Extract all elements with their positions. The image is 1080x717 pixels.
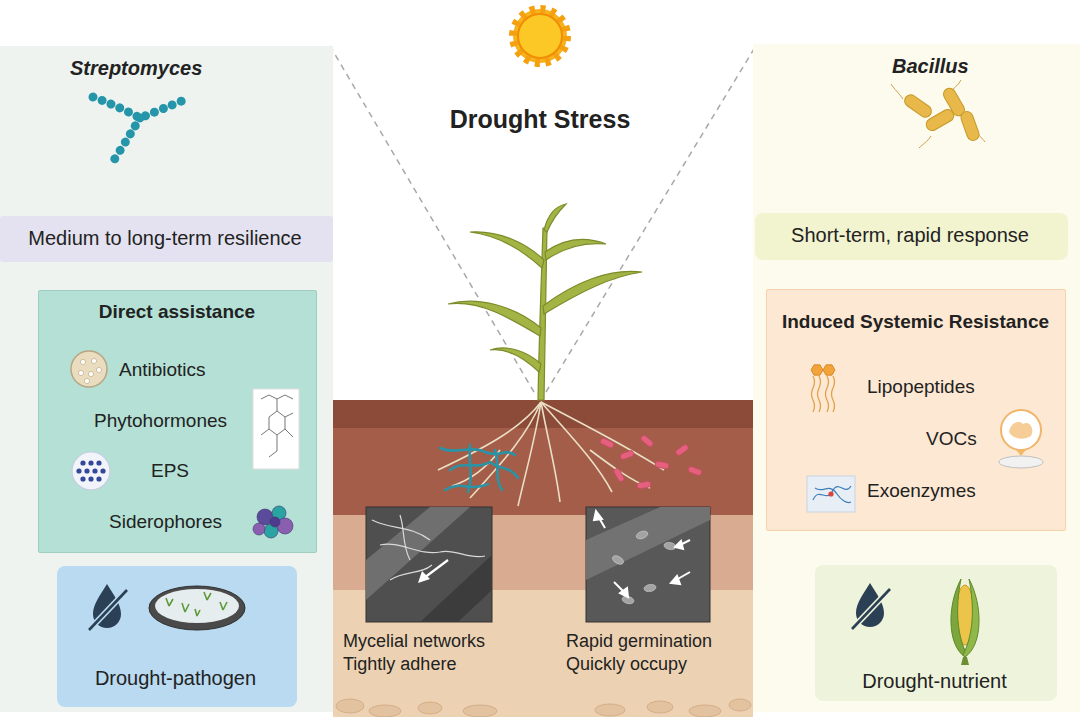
figure-title: Drought Stress <box>450 104 631 134</box>
item-label: Antibiotics <box>119 359 206 382</box>
image-caption: Rapid germination Quickly occupy <box>566 630 751 677</box>
box-heading: Direct assistance <box>99 301 255 324</box>
text-holder: Siderophores <box>109 511 222 534</box>
item-label: Phytohormones <box>94 410 227 433</box>
item-label: Siderophores <box>109 511 222 534</box>
drought-pathogen-box: Drought-pathogen <box>57 566 297 707</box>
item-label: EPS <box>151 460 189 483</box>
streptomyces-panel: Medium to long-term resilience Direct <box>0 46 333 712</box>
box-heading: Induced Systemic Resistance <box>782 311 1049 334</box>
box-label: Drought-pathogen <box>95 666 256 690</box>
text-holder: Antibiotics <box>119 359 206 382</box>
text-holder: Exoenzymes <box>867 480 976 503</box>
drought-nutrient-box: Drought-nutrient <box>815 565 1057 701</box>
item-label: VOCs <box>926 428 977 451</box>
panel-heading: Bacillus <box>892 54 969 78</box>
caption-holder: Mycelial networks Tightly adhere <box>343 630 528 677</box>
image-caption: Mycelial networks Tightly adhere <box>343 630 528 677</box>
text-holder: Induced Systemic Resistance <box>767 311 1064 334</box>
text-holder: Lipopeptides <box>867 376 975 399</box>
assistance-box: Direct assistanceAntibioticsPhytohormone… <box>38 290 317 553</box>
text-holder: Short-term, rapid response <box>755 223 1065 247</box>
item-label: Lipopeptides <box>867 376 975 399</box>
text-holder: Bacillus <box>892 54 969 78</box>
text-holder: VOCs <box>926 428 977 451</box>
isr-box: Induced Systemic ResistanceLipopeptidesV… <box>766 289 1066 531</box>
resilience-band: Medium to long-term resilience <box>0 216 333 262</box>
item-label: Exoenzymes <box>867 480 976 503</box>
band-text: Medium to long-term resilience <box>28 226 301 250</box>
panel-heading: Streptomyces <box>70 56 202 80</box>
text-holder: Streptomyces <box>70 56 202 80</box>
box-label: Drought-nutrient <box>862 669 1007 693</box>
text-holder: EPS <box>151 460 189 483</box>
bacillus-panel: Short-term, rapid response Induced Syste… <box>753 44 1080 712</box>
response-band: Short-term, rapid response <box>755 213 1068 260</box>
text-holder: Direct assistance <box>39 301 315 324</box>
text-holder: Drought-pathogen <box>57 666 294 690</box>
band-text: Short-term, rapid response <box>791 223 1029 247</box>
title-holder: Drought Stress <box>340 104 740 134</box>
text-holder: Medium to long-term resilience <box>0 226 330 250</box>
caption-holder: Rapid germination Quickly occupy <box>566 630 751 677</box>
text-holder: Drought-nutrient <box>815 669 1054 693</box>
text-holder: Phytohormones <box>94 410 227 433</box>
